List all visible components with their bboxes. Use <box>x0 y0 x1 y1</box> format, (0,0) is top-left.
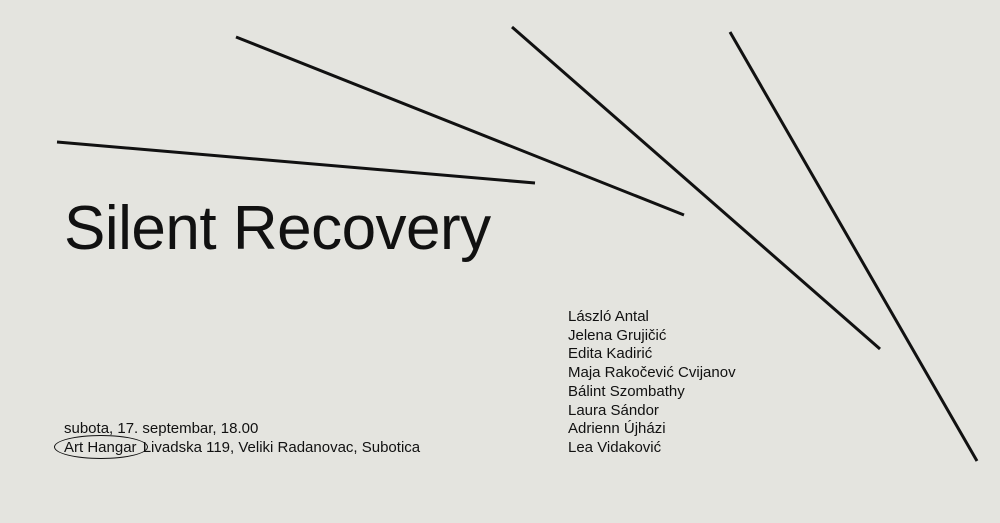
venue-name-circled: Art Hangar <box>54 435 148 459</box>
venue-address: Livadska 119, Veliki Radanovac, Subotica <box>142 439 421 456</box>
diagonal-line-2 <box>235 35 685 217</box>
artist-name: Adrienn Újházi <box>568 420 666 438</box>
artist-name: Lea Vidaković <box>568 438 662 456</box>
diagonal-line-3 <box>511 25 881 351</box>
artist-name: Laura Sándor <box>568 401 659 419</box>
event-details: subota, 17. septembar, 18.00 Art Hangar … <box>54 419 421 459</box>
diagonal-line-4 <box>728 31 979 462</box>
artist-name: Maja Rakočević Cvijanov <box>568 364 736 382</box>
artist-name: Jelena Grujičić <box>568 326 667 344</box>
artist-list: László Antal Jelena Grujičić Edita Kadir… <box>568 308 736 458</box>
page-title: Silent Recovery <box>64 194 491 263</box>
artist-name: Bálint Szombathy <box>568 382 685 400</box>
venue-line: Art Hangar Livadska 119, Veliki Radanova… <box>54 435 421 459</box>
artist-name: Edita Kadirić <box>568 345 653 363</box>
diagonal-line-1 <box>56 140 536 185</box>
event-date: subota, 17. septembar, 18.00 <box>64 420 259 437</box>
artist-name: László Antal <box>568 308 649 325</box>
venue-circle-outline <box>54 435 148 459</box>
